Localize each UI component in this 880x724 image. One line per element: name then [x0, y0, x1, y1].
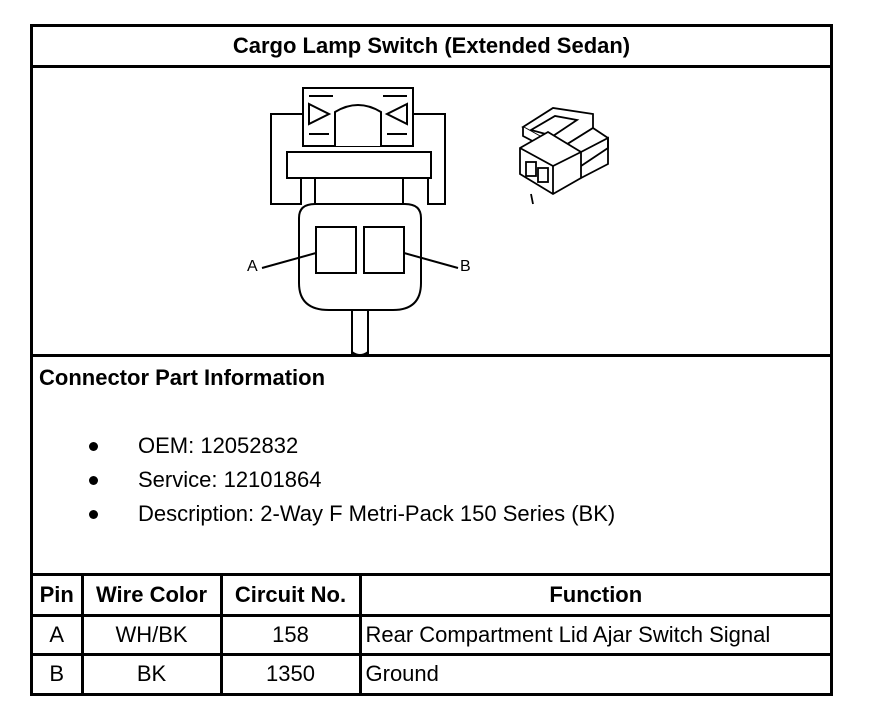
table-header-row: Pin Wire Color Circuit No. Function	[33, 576, 830, 617]
connector-part-information: Connector Part Information OEM: 12052832…	[33, 357, 830, 576]
header-function: Function	[358, 576, 830, 617]
page-title: Cargo Lamp Switch (Extended Sedan)	[33, 27, 830, 68]
bullet-icon	[89, 510, 98, 519]
connector-diagram	[261, 87, 609, 354]
cell-function: Ground	[358, 652, 830, 693]
list-item: Service: 12101864	[33, 467, 615, 501]
table-row: B BK 1350 Ground	[33, 652, 830, 693]
service-part-number: Service: 12101864	[138, 467, 322, 492]
pin-b-label: B	[460, 258, 471, 275]
list-item: Description: 2-Way F Metri-Pack 150 Seri…	[33, 501, 615, 535]
list-item: OEM: 12052832	[33, 433, 615, 467]
connector-description: Description: 2-Way F Metri-Pack 150 Seri…	[138, 501, 616, 526]
pin-table: Pin Wire Color Circuit No. Function A WH…	[33, 576, 830, 693]
cell-pin: B	[33, 652, 84, 693]
info-heading: Connector Part Information	[39, 365, 326, 390]
cell-circuit-no: 158	[219, 613, 362, 656]
connector-isometric-view	[519, 107, 609, 205]
connector-sheet: Cargo Lamp Switch (Extended Sedan)	[30, 24, 833, 696]
part-info-list: OEM: 12052832 Service: 12101864 Descript…	[33, 433, 615, 535]
cell-function: Rear Compartment Lid Ajar Switch Signal	[358, 613, 830, 656]
table-row: A WH/BK 158 Rear Compartment Lid Ajar Sw…	[33, 613, 830, 656]
cell-wire-color: WH/BK	[80, 613, 223, 656]
header-circuit-no: Circuit No.	[219, 576, 362, 617]
bullet-icon	[89, 476, 98, 485]
bullet-icon	[89, 442, 98, 451]
cell-pin: A	[33, 613, 84, 656]
header-wire-color: Wire Color	[80, 576, 223, 617]
connector-figure: A B	[33, 68, 830, 357]
oem-part-number: OEM: 12052832	[138, 433, 299, 458]
connector-face-view	[261, 87, 459, 354]
cell-wire-color: BK	[80, 652, 223, 693]
pin-a-label: A	[247, 258, 258, 275]
cell-circuit-no: 1350	[219, 652, 362, 693]
header-pin: Pin	[33, 576, 84, 617]
